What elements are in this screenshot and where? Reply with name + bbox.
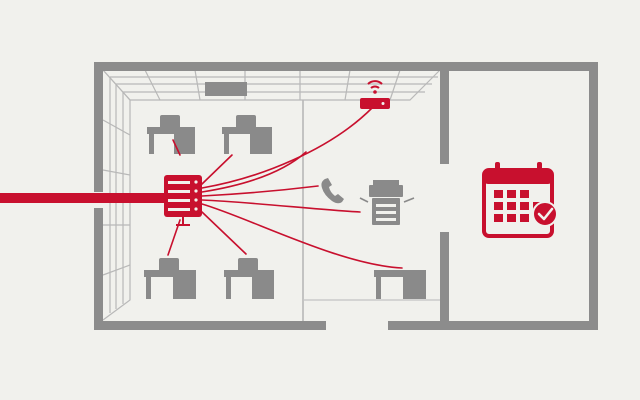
printer-copier-icon [359,180,415,225]
desk-top-center [222,115,272,154]
server-rack-icon [164,175,202,226]
desk-top-left [147,115,195,154]
incoming-line [0,193,165,203]
telephone-icon [321,178,344,204]
desk-bottom-center [224,258,274,299]
ceiling-vent [205,82,247,96]
wifi-router-icon [360,80,390,109]
desk-bottom-left [144,258,196,299]
calendar-check-icon [482,162,558,238]
network-cables [167,107,403,269]
outer-walls [94,62,598,330]
desk-bottom-right [374,270,426,299]
